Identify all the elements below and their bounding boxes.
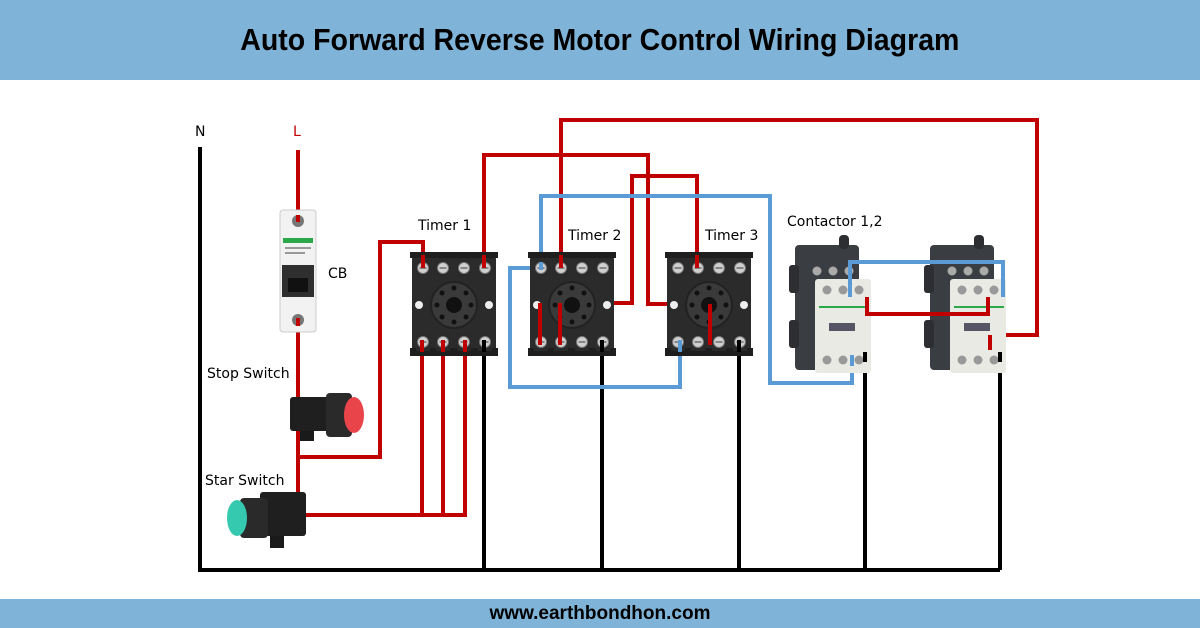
stop-button-cap <box>344 397 364 433</box>
control-wire-terminals <box>539 260 1005 366</box>
website-url[interactable]: www.earthbondhon.com <box>489 602 711 624</box>
stop-switch-label: Stop Switch <box>207 366 290 382</box>
page-title: Auto Forward Reverse Motor Control Wirin… <box>240 22 960 57</box>
timer1-label: Timer 1 <box>417 218 471 234</box>
timer2-label: Timer 2 <box>567 228 621 244</box>
contactor1 <box>788 234 872 374</box>
neutral-bus-wire <box>198 147 1000 572</box>
neutral-wire-terminals <box>482 340 1002 362</box>
timer2-to-timer3-control-wire <box>508 266 682 389</box>
live-wire-terminals <box>296 215 992 352</box>
start-switch-label: Star Switch <box>205 473 284 489</box>
contactor2 <box>923 234 1007 374</box>
circuit-breaker-label: CB <box>328 266 347 282</box>
timer2-to-contactor1-wire <box>539 194 854 385</box>
start-button-cap <box>227 500 247 536</box>
footer-banner: www.earthbondhon.com <box>0 599 1200 628</box>
header-banner: Auto Forward Reverse Motor Control Wirin… <box>0 0 1200 80</box>
live-label: L <box>293 124 301 140</box>
circuit-breaker <box>279 209 317 333</box>
contactor-label: Contactor 1,2 <box>787 214 883 230</box>
timer3-label: Timer 3 <box>704 228 758 244</box>
stop-to-timer1-wire <box>298 240 425 459</box>
neutral-wires <box>198 147 1002 572</box>
neutral-label: N <box>195 124 205 140</box>
stop-switch[interactable] <box>290 393 364 441</box>
start-switch[interactable] <box>227 492 306 548</box>
